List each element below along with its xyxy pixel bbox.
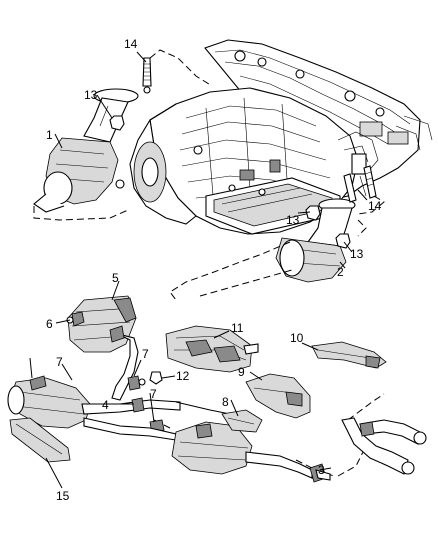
isolator-12 — [149, 371, 163, 385]
leader-lines — [29, 51, 368, 489]
muffler-rear — [171, 401, 313, 479]
callout-labels: 1 2 3 4 5 6 7 7 7 8 9 10 11 12 13 13 13 … — [46, 37, 382, 503]
stud-right — [343, 165, 377, 203]
callout-12: 12 — [176, 369, 190, 383]
heat-shield-right — [311, 341, 387, 369]
callout-5: 5 — [112, 271, 119, 285]
callout-9: 9 — [238, 365, 245, 379]
clamp-3 — [309, 463, 331, 483]
callout-15: 15 — [56, 489, 70, 503]
transmission-assembly — [115, 39, 433, 235]
callout-7-left: 7 — [56, 355, 63, 369]
heat-shield-center — [165, 325, 259, 373]
callout-13-left: 13 — [84, 88, 98, 102]
callout-14-right: 14 — [368, 199, 382, 213]
callout-7-middle: 7 — [142, 347, 149, 361]
underbody-shield-15 — [9, 417, 71, 463]
callout-10: 10 — [290, 331, 304, 345]
callout-13-right: 13 — [350, 247, 364, 261]
nut-13-mid — [305, 205, 321, 221]
callout-2: 2 — [337, 265, 344, 279]
tailpipe-right — [341, 417, 427, 475]
callout-14-top: 14 — [124, 37, 138, 51]
callout-6: 6 — [46, 317, 53, 331]
muffler-front — [67, 295, 139, 401]
nut-13-left — [109, 115, 125, 131]
callout-13-middle: 13 — [286, 213, 300, 227]
nut-13-right — [335, 233, 351, 249]
heat-shield-9 — [245, 373, 311, 419]
callout-7-lower: 7 — [150, 387, 157, 401]
pipe-assembly-left — [7, 375, 181, 441]
callout-8: 8 — [222, 395, 229, 409]
callout-4: 4 — [102, 398, 109, 412]
hanger-7-mid — [127, 375, 146, 391]
callout-1: 1 — [46, 128, 53, 142]
stud-left — [142, 57, 152, 94]
callout-11: 11 — [231, 321, 244, 335]
hanger-7-upper — [109, 325, 125, 343]
callout-3: 3 — [318, 463, 325, 477]
catalytic-converter-pipe-left — [33, 88, 139, 213]
